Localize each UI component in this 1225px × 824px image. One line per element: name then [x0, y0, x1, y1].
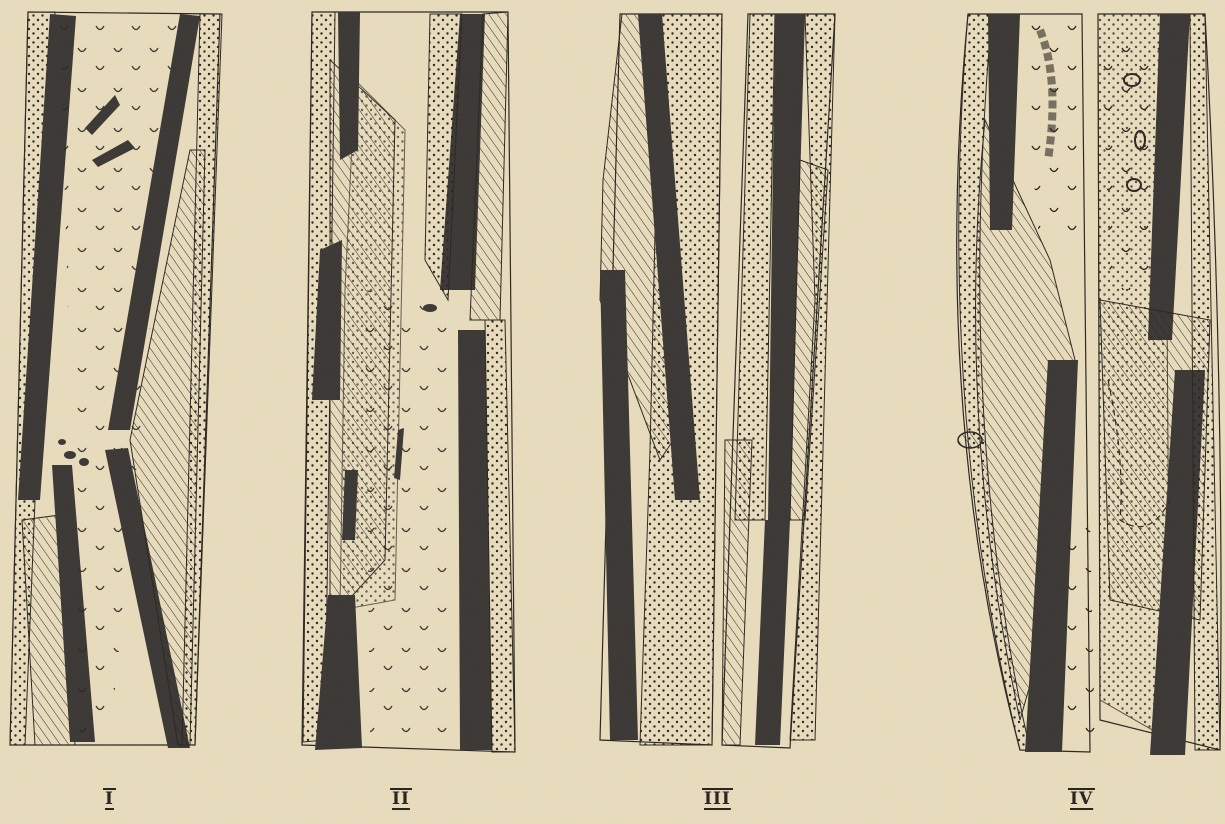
- figure-label-iii: III: [702, 788, 733, 807]
- figure-label-iv: IV: [1068, 788, 1095, 807]
- figure-label-i: I: [103, 788, 116, 807]
- figure-label-ii: II: [390, 788, 412, 807]
